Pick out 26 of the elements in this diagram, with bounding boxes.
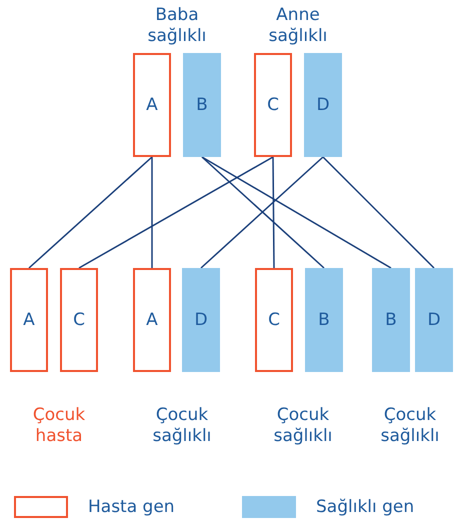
legend-text: Sağlıklı gen [316,497,414,517]
healthy-gene-box: D [182,268,220,372]
sick-gene-box: A [10,268,48,372]
healthy-gene-box: B [305,268,343,372]
group-caption: Anne sağlıklı [268,5,328,47]
sick-gene-box: C [254,53,292,157]
sick-gene-box: C [60,268,98,372]
group-caption: Çocuk sağlıklı [152,405,212,447]
connector-line [28,156,152,269]
connector-line [202,156,392,269]
group-caption: Çocuk sağlıklı [272,405,334,447]
group-caption: Baba sağlıklı [146,5,208,47]
group-caption: Çocuk sağlıklı [380,405,440,447]
connector-line [272,157,275,268]
legend-text: Hasta gen [88,497,175,517]
group-caption: Çocuk hasta [32,405,86,447]
healthy-gene-box: B [183,53,221,157]
connector-line [151,157,153,268]
healthy-gene-box: D [415,268,453,372]
connector-line [322,156,435,269]
sick-gene-box: A [133,268,171,372]
sick-gene-box: A [133,53,171,157]
healthy-gene-box: D [304,53,342,157]
sick-gene-box: C [255,268,293,372]
connector-line [78,156,274,269]
healthy-gene-box: B [372,268,410,372]
